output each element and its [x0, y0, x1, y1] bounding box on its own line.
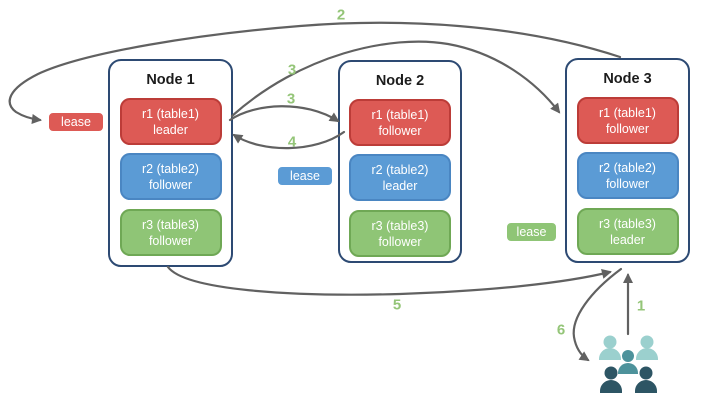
replica-range: r3 (table3): [599, 216, 656, 231]
step-label-2: 2: [336, 6, 346, 24]
node1-replica-r2: r2 (table2) follower: [119, 153, 222, 200]
node1-replica-r1: r1 (table1) leader: [119, 98, 222, 145]
node-3-title: Node 3: [603, 71, 652, 87]
node2-replica-r3: r3 (table3) follower: [349, 210, 451, 257]
replica-role: follower: [605, 176, 650, 191]
node-1-box: Node 1 r1 (table1) leader r2 (table2) fo…: [108, 59, 233, 267]
node3-replica-r2: r2 (table2) follower: [576, 152, 679, 199]
node-3-box: Node 3 r1 (table1) follower r2 (table2) …: [565, 58, 690, 263]
lease-badge-r1: lease: [48, 112, 104, 132]
replica-range: r1 (table1): [599, 105, 656, 120]
replica-range: r1 (table1): [142, 106, 199, 121]
step-label-1: 1: [636, 297, 646, 315]
replica-role: follower: [605, 121, 650, 136]
step-label-5: 5: [392, 296, 402, 314]
step-label-4: 4: [287, 133, 297, 151]
node-1-title: Node 1: [146, 72, 195, 88]
node-2-title: Node 2: [375, 73, 425, 89]
replica-role: follower: [148, 233, 193, 248]
step-label-3b: 3: [286, 90, 296, 108]
replica-role: follower: [378, 123, 422, 138]
arrow-step5-node1-to-node3: [166, 265, 612, 296]
step-label-3a: 3: [287, 61, 297, 79]
replica-role: leader: [610, 232, 645, 247]
replica-range: r3 (table3): [142, 217, 199, 232]
node2-replica-r2: r2 (table2) leader: [349, 154, 451, 201]
lease-badge-r3: lease: [506, 222, 557, 242]
node3-replica-r3: r3 (table3) leader: [576, 208, 679, 255]
replica-range: r1 (table1): [371, 107, 429, 122]
user-group-icon: [599, 335, 658, 393]
replica-role: follower: [148, 177, 193, 192]
step-label-6: 6: [556, 321, 566, 339]
replica-role: follower: [378, 234, 422, 249]
replica-role: leader: [382, 178, 418, 193]
replica-range: r3 (table3): [371, 218, 429, 233]
node1-replica-r3: r3 (table3) follower: [119, 209, 222, 256]
arrow-step3-node1-to-node2: [228, 105, 340, 123]
replica-role: leader: [153, 122, 188, 137]
node2-replica-r1: r1 (table1) follower: [349, 99, 451, 146]
node3-replica-r1: r1 (table1) follower: [576, 97, 679, 144]
replica-range: r2 (table2): [599, 160, 656, 175]
lease-badge-r2: lease: [277, 166, 333, 186]
replica-range: r2 (table2): [371, 162, 429, 177]
node-2-box: Node 2 r1 (table1) follower r2 (table2) …: [338, 60, 462, 263]
replica-range: r2 (table2): [142, 161, 199, 176]
arrow-step2-to-lease: [8, 21, 622, 124]
